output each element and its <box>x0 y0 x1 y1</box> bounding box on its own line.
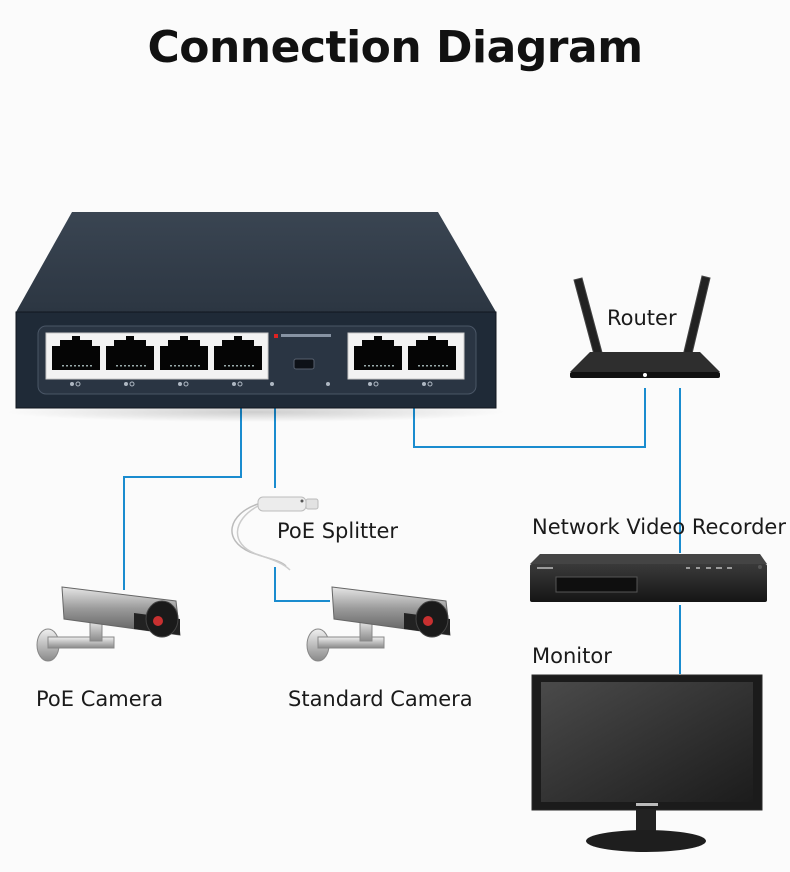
poe-port-4[interactable] <box>214 336 262 370</box>
cables <box>123 388 681 674</box>
uplink-port-1[interactable] <box>354 336 402 370</box>
monitor-screen <box>541 682 753 802</box>
router-body <box>570 352 720 372</box>
switch-top-panel <box>16 212 496 312</box>
poe-port-3[interactable] <box>160 336 208 370</box>
uplink-port-2[interactable] <box>408 336 456 370</box>
poe-port-1[interactable] <box>52 336 100 370</box>
nvr-label: Network Video Recorder <box>532 515 786 539</box>
poe-port-2[interactable] <box>106 336 154 370</box>
cable-switch-to-poe-camera <box>123 408 242 590</box>
nvr-disc-tray <box>555 576 638 593</box>
switch-dip-switch[interactable] <box>293 358 315 370</box>
monitor-label: Monitor <box>532 644 612 668</box>
switch-leds <box>70 381 433 387</box>
router-label: Router <box>607 306 677 330</box>
poe-splitter-label: PoE Splitter <box>277 519 399 543</box>
standard-camera-label: Standard Camera <box>288 687 473 711</box>
standard-camera <box>306 586 451 662</box>
status-led-2 <box>326 382 330 386</box>
port-led-1 <box>70 382 74 386</box>
monitor-stand-base <box>586 830 706 852</box>
poe-splitter <box>231 496 319 571</box>
router-status-led <box>643 373 647 377</box>
status-led-1 <box>270 382 274 386</box>
port-led-3 <box>178 382 182 386</box>
port-led-4 <box>232 382 236 386</box>
diagram-title: Connection Diagram <box>147 22 643 73</box>
port-led-2 <box>124 382 128 386</box>
poe-switch <box>6 212 506 422</box>
poe-ports <box>52 336 262 370</box>
nvr-power-button[interactable] <box>758 565 762 569</box>
router <box>570 275 720 378</box>
cable-splitter-to-standard-camera <box>274 567 330 602</box>
switch-brand-mark <box>274 334 278 338</box>
port-led-5 <box>368 382 372 386</box>
cable-switch-to-router <box>413 388 646 448</box>
monitor-stand-neck <box>636 810 656 836</box>
poe-camera-label: PoE Camera <box>36 687 164 711</box>
monitor <box>531 674 763 852</box>
network-video-recorder <box>530 554 767 602</box>
router-antenna-left <box>573 277 605 363</box>
router-antenna-right <box>681 275 711 363</box>
splitter-body <box>257 496 307 512</box>
port-led-6 <box>422 382 426 386</box>
poe-camera <box>36 586 181 662</box>
uplink-ports <box>354 336 456 370</box>
